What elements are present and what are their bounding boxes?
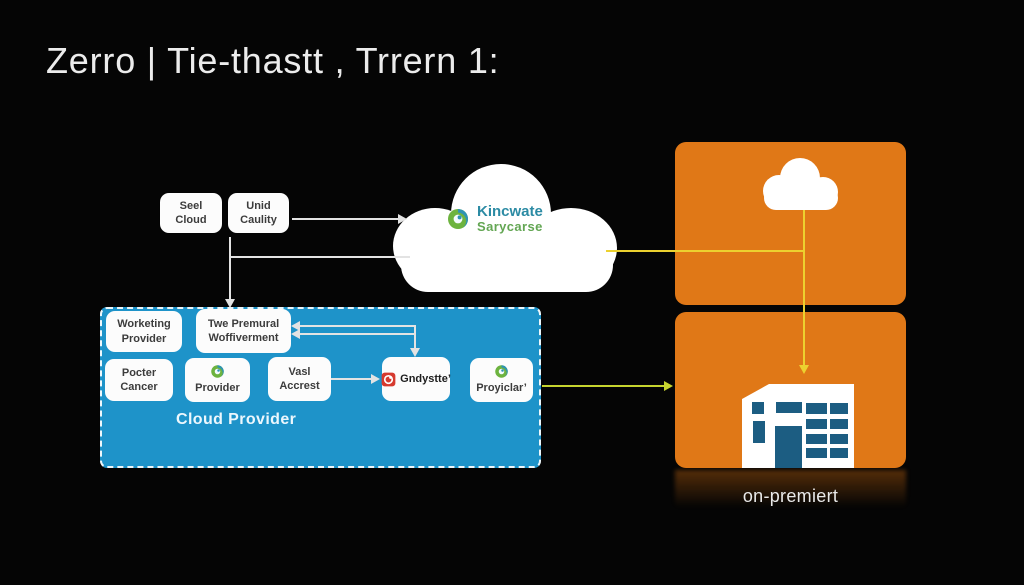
- arrowhead-into-onprem-icon: [664, 381, 673, 391]
- arrowhead-into-premural-1-icon: [291, 321, 300, 331]
- box-provider: Provider: [185, 358, 250, 402]
- box-pocter-cancer-label: Pocter Cancer: [120, 366, 158, 393]
- onprem-label: on-premiert: [742, 486, 839, 506]
- cloud-provider-zone: Worketing Provider Twe Premural Woffiver…: [100, 307, 541, 468]
- kincwate-logo-icon: [448, 209, 468, 230]
- box-worketing-provider: Worketing Provider: [106, 311, 182, 352]
- arrowhead-into-building-icon: [799, 365, 809, 374]
- connector-cloud-to-onprem-top: [606, 250, 805, 252]
- box-proyiclar: Proyiclar’: [470, 358, 533, 402]
- arrowhead-into-gndystte-icon: [410, 348, 420, 357]
- box-unid-caulity-label: Unid Caulity: [240, 199, 277, 226]
- cloud-brand-name: Kincwate: [477, 203, 543, 220]
- connector-feedback-line-1: [300, 325, 416, 327]
- box-provider-label: Provider: [195, 382, 240, 395]
- connector-feedback-line-2: [300, 333, 416, 335]
- box-seel-cloud: Seel Cloud: [160, 193, 222, 233]
- box-proyiclar-label: Proyiclar’: [476, 382, 527, 395]
- building-icon: [742, 384, 854, 468]
- proyiclar-logo-icon: [495, 365, 508, 379]
- small-cloud-icon: [763, 158, 838, 210]
- provider-logo-icon: [211, 365, 224, 379]
- box-twe-premural: Twe Premural Woffiverment: [196, 309, 291, 353]
- gndystte-logo-icon: [381, 372, 396, 386]
- box-vasl-accrest-label: Vasl Accrest: [279, 365, 320, 392]
- arrowhead-into-cloud-icon: [398, 214, 407, 224]
- connector-unid-to-cloud: [292, 218, 398, 220]
- slide-title: Zerro | Tie-thastt , Trrern 1:: [46, 40, 500, 81]
- connector-vasl-to-gndystte: [331, 378, 372, 380]
- connector-provider-to-onprem: [542, 385, 665, 387]
- box-twe-premural-label: Twe Premural Woffiverment: [207, 317, 280, 344]
- connector-onprem-vertical: [803, 206, 805, 366]
- connector-down-to-gndystte: [414, 325, 416, 349]
- box-unid-caulity: Unid Caulity: [228, 193, 289, 233]
- box-vasl-accrest: Vasl Accrest: [268, 357, 331, 401]
- box-pocter-cancer: Pocter Cancer: [105, 359, 173, 401]
- cloud-brand: Kincwate Sarycarse: [446, 204, 543, 234]
- connector-cloud-to-junction: [229, 256, 410, 258]
- box-gndystte: Gndystte’: [381, 357, 451, 401]
- arrowhead-into-premural-2-icon: [291, 329, 300, 339]
- arrowhead-vasl-gndystte-icon: [371, 374, 380, 384]
- box-gndystte-label: Gndystte’: [400, 372, 451, 385]
- arrowhead-into-cloud-provider-icon: [225, 299, 235, 308]
- box-worketing-provider-label: Worketing Provider: [117, 318, 171, 345]
- box-seel-cloud-label: Seel Cloud: [175, 199, 207, 226]
- onprem-panel-reflection: [675, 470, 906, 514]
- cloud-brand-sub: Sarycarse: [477, 218, 543, 234]
- connector-down-to-cloud-provider: [229, 237, 231, 299]
- cloud-provider-zone-label: Cloud Provider: [176, 411, 297, 428]
